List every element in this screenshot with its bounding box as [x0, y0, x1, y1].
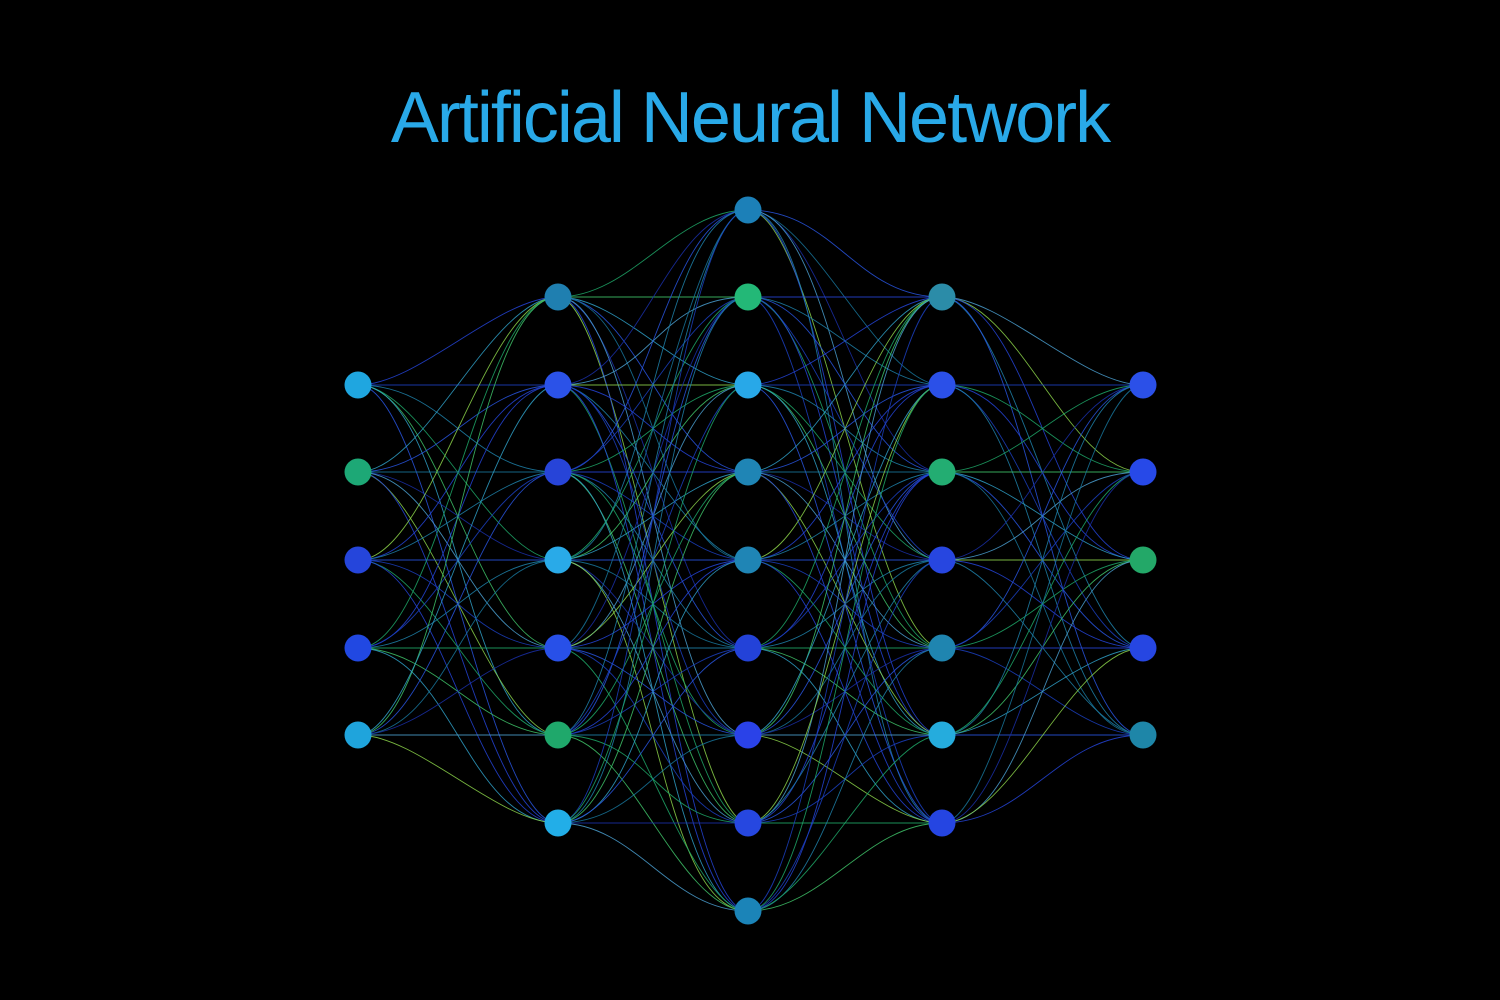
synapse-edge [357, 471, 559, 736]
synapse-edge [747, 734, 943, 912]
synapse-edge [941, 471, 1144, 824]
neuron-node [928, 634, 956, 662]
synapse-edge [941, 559, 1144, 824]
synapse-edge [941, 647, 1144, 824]
neuron-node [928, 809, 956, 837]
hidden-layer-3 [928, 283, 956, 837]
neuron-node [928, 283, 956, 311]
neuron-node [544, 809, 572, 837]
synapse-edge [557, 209, 749, 473]
synapse-edge [941, 384, 1144, 824]
synapse-edge [747, 647, 943, 912]
synapse-edge [557, 209, 749, 298]
neuron-node [1129, 721, 1157, 749]
synapse-edge [747, 209, 943, 386]
synapse-edge [747, 296, 943, 912]
synapse-edge [357, 296, 559, 649]
synapse-edge [557, 209, 749, 649]
input-layer [344, 371, 372, 749]
neuron-node [928, 371, 956, 399]
synapse-edge [557, 209, 749, 561]
synapse-edge [357, 296, 559, 561]
synapse-edge [941, 734, 1144, 824]
synapse-edge [747, 384, 943, 912]
synapse-edge [747, 296, 943, 473]
neuron-node [734, 458, 762, 486]
synapse-edge [557, 471, 749, 824]
synapse-edge [747, 296, 943, 561]
neuron-node [1129, 546, 1157, 574]
synapse-edge [557, 209, 749, 386]
synapse-edge [747, 296, 943, 736]
synapse-edge [747, 296, 943, 386]
neuron-node [544, 458, 572, 486]
synapse-edge [557, 734, 749, 824]
synapse-edge [941, 384, 1144, 736]
neuron-node [344, 721, 372, 749]
neuron-node [734, 371, 762, 399]
synapse-edge [357, 384, 559, 736]
synapse-edges [357, 209, 1144, 912]
synapse-edge [557, 822, 749, 912]
hidden-layer-2 [734, 196, 762, 925]
synapse-edge [357, 647, 559, 736]
neuron-node [734, 634, 762, 662]
synapse-edge [357, 559, 559, 736]
neuron-node [544, 721, 572, 749]
neuron-node [544, 371, 572, 399]
neuron-node [734, 897, 762, 925]
synapse-edge [747, 559, 943, 912]
synapse-edge [941, 296, 1144, 473]
synapse-edge [747, 822, 943, 912]
neuron-node [344, 371, 372, 399]
synapse-edge [941, 384, 1144, 649]
synapse-edge [357, 296, 559, 736]
synapse-edge [747, 471, 943, 912]
synapse-edge [941, 296, 1144, 386]
neuron-node [928, 546, 956, 574]
output-layer [1129, 371, 1157, 749]
synapse-edge [941, 384, 1144, 561]
neuron-node [928, 458, 956, 486]
neuron-node [734, 721, 762, 749]
neuron-node [544, 283, 572, 311]
neuron-node [734, 809, 762, 837]
synapse-edge [357, 647, 559, 824]
synapse-edge [357, 296, 559, 386]
neuron-node [1129, 634, 1157, 662]
neuron-node [734, 283, 762, 311]
synapse-edge [941, 384, 1144, 473]
neuron-node [544, 634, 572, 662]
neuron-node [344, 546, 372, 574]
neuron-node [1129, 458, 1157, 486]
hidden-layer-1 [544, 283, 572, 837]
neuron-node [928, 721, 956, 749]
neuron-node [344, 634, 372, 662]
synapse-edge [747, 296, 943, 649]
synapse-edge [557, 209, 749, 736]
synapse-edge [557, 296, 749, 824]
synapse-edge [747, 209, 943, 298]
synapse-edge [747, 296, 943, 824]
neuron-node [734, 196, 762, 224]
synapse-edge [557, 559, 749, 824]
neuron-node [344, 458, 372, 486]
neuron-node [1129, 371, 1157, 399]
synapse-edge [557, 647, 749, 824]
synapse-edge [357, 296, 559, 473]
neuron-node [544, 546, 572, 574]
synapse-edge [557, 384, 749, 824]
page-title: Artificial Neural Network [390, 78, 1111, 158]
synapse-edge [557, 209, 749, 824]
neuron-node [734, 546, 762, 574]
synapse-edge [357, 734, 559, 824]
